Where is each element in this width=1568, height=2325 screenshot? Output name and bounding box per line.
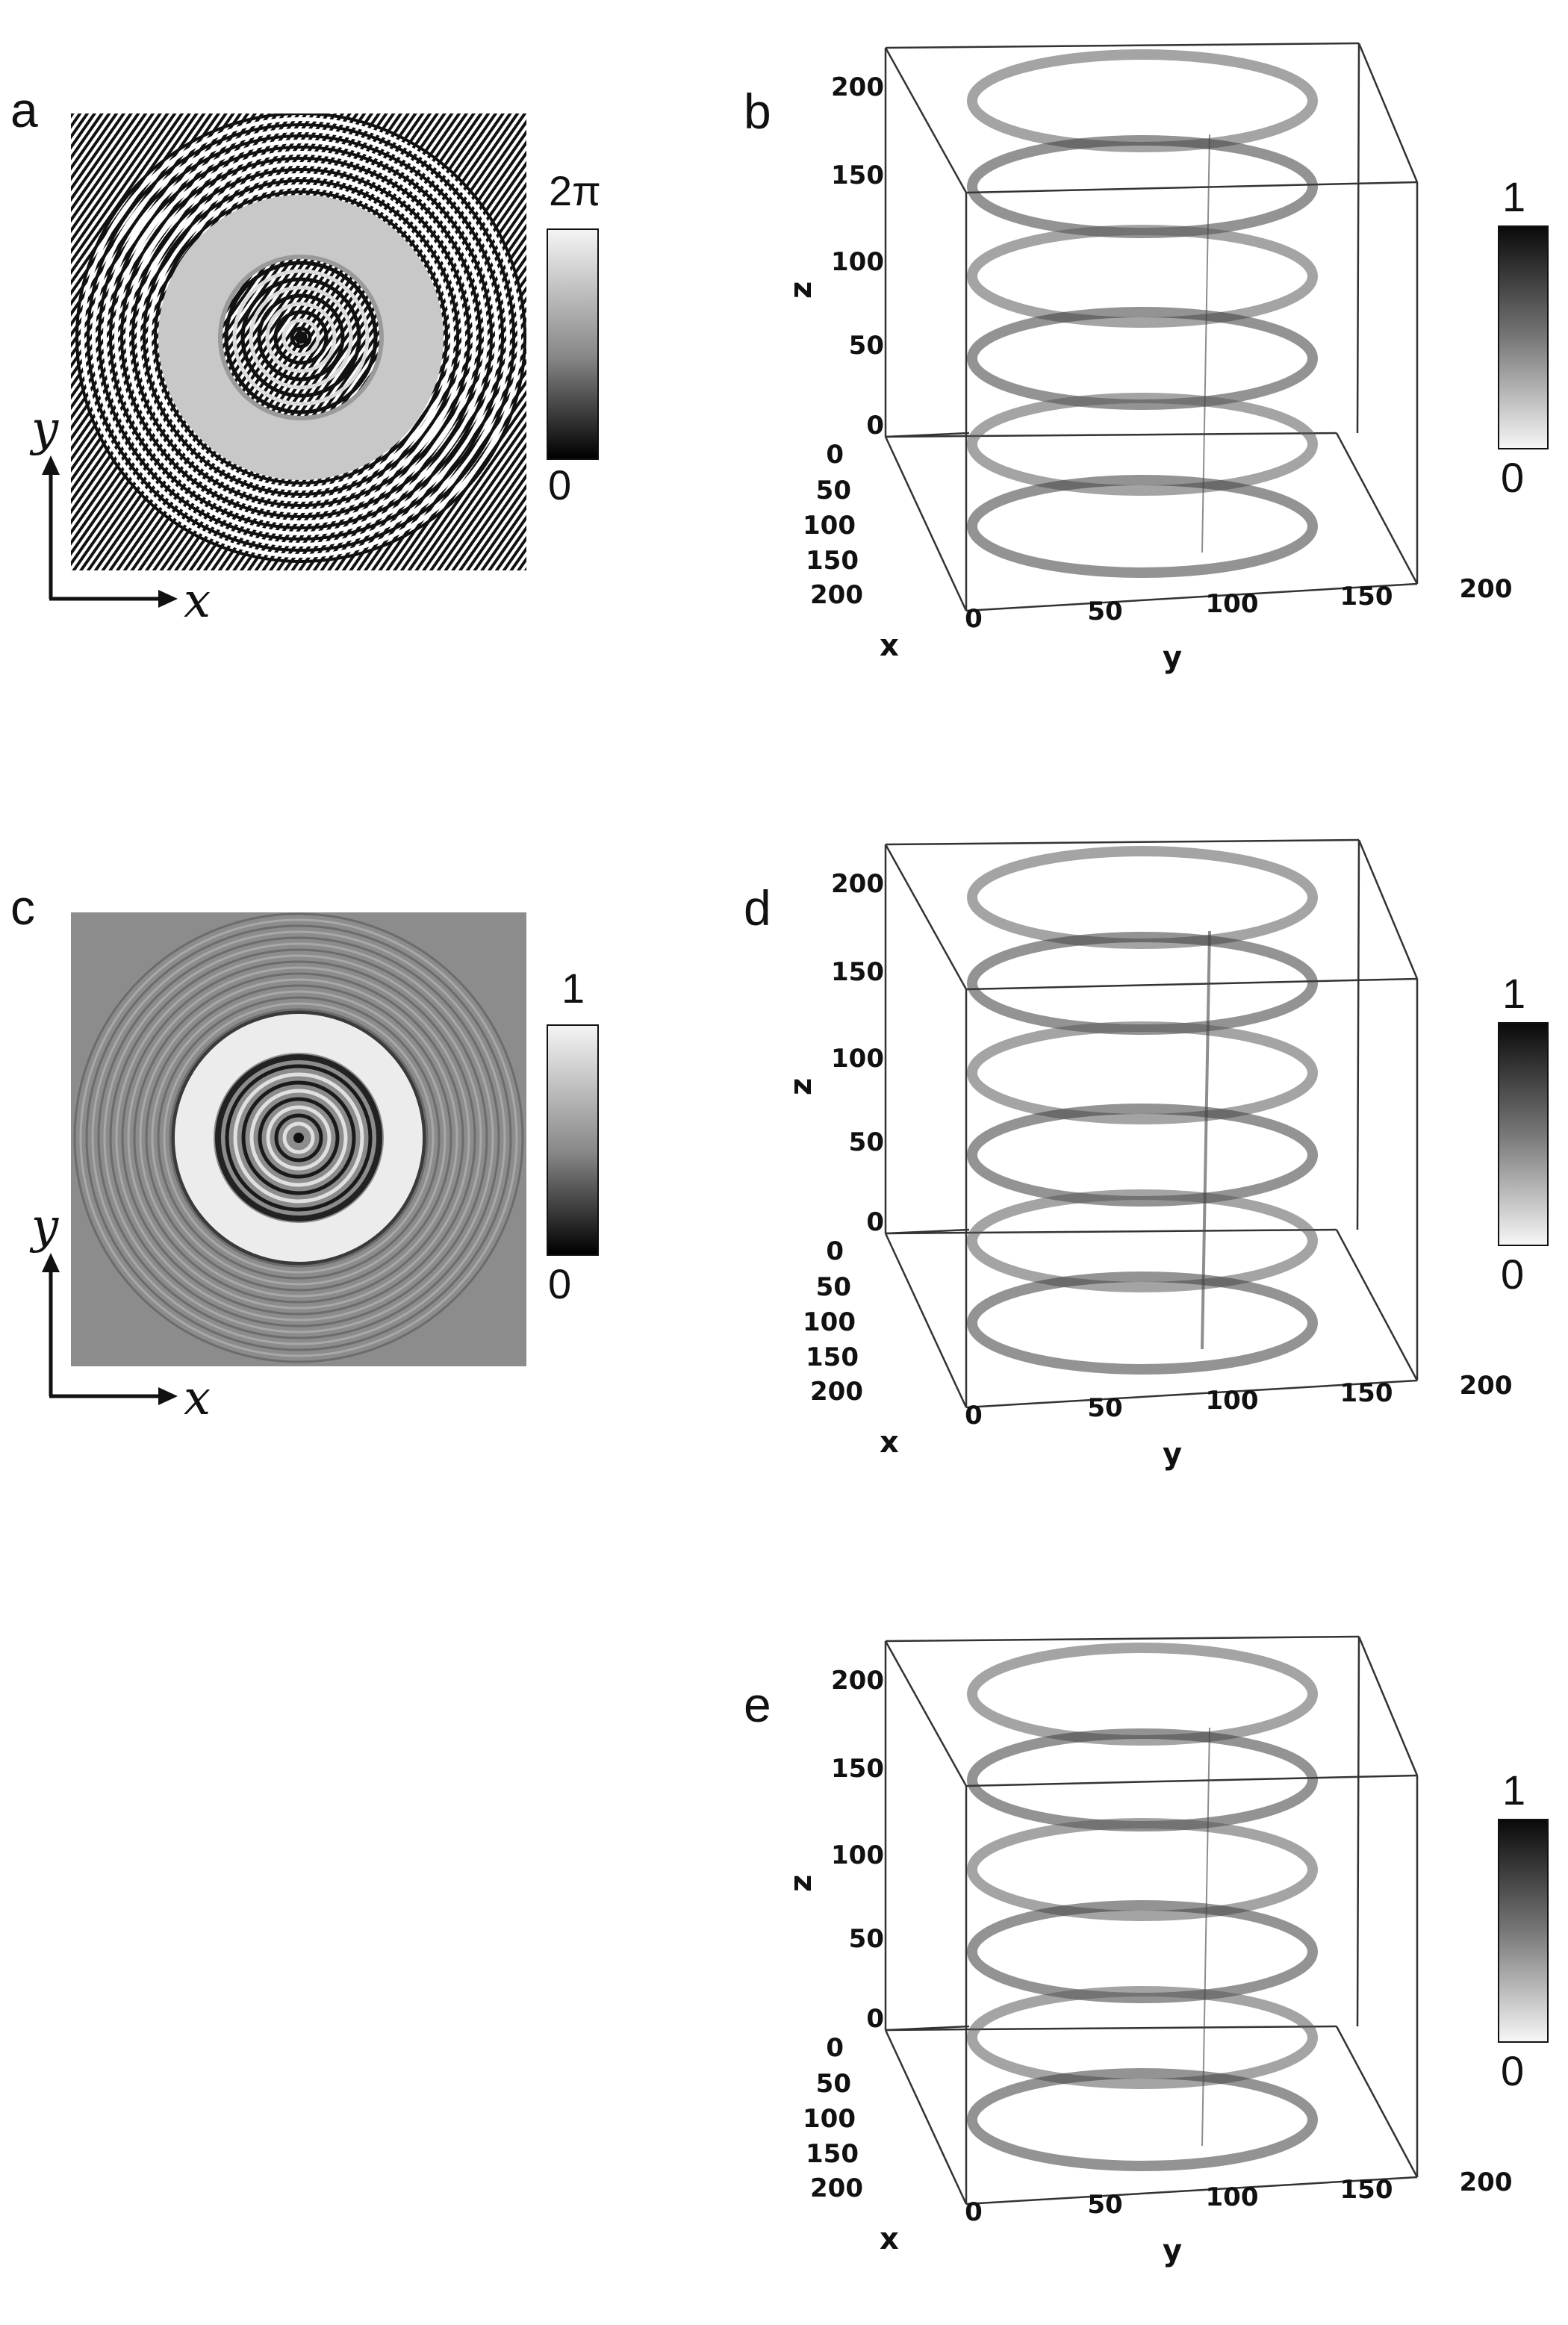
axis-label-z: z bbox=[791, 281, 818, 299]
phase-hologram-image bbox=[71, 113, 526, 570]
x-tick: 0 bbox=[826, 2033, 844, 2063]
x-tick: 150 bbox=[806, 1342, 859, 1372]
y-tick: 200 bbox=[1460, 1371, 1513, 1401]
x-tick: 200 bbox=[810, 580, 863, 610]
z-tick: 0 bbox=[866, 2004, 884, 2034]
y-tick: 50 bbox=[1087, 1393, 1122, 1423]
axis-label-z: z bbox=[791, 1078, 818, 1095]
y-tick: 0 bbox=[965, 604, 983, 634]
y-tick: 150 bbox=[1340, 2175, 1393, 2205]
y-tick: 200 bbox=[1460, 574, 1513, 604]
panel-letter-d: d bbox=[744, 880, 771, 936]
colorbar-d bbox=[1498, 1022, 1549, 1246]
z-tick: 100 bbox=[831, 1044, 884, 1074]
axis-label-y: y bbox=[1163, 1437, 1182, 1472]
x-tick: 50 bbox=[816, 476, 851, 505]
x-tick: 50 bbox=[816, 2069, 851, 2099]
axis-label-y: y bbox=[1163, 2234, 1182, 2268]
y-tick: 50 bbox=[1087, 597, 1122, 626]
colorbar-b-bottom-label: 0 bbox=[1501, 454, 1525, 501]
z-tick: 0 bbox=[866, 1207, 884, 1237]
x-tick: 100 bbox=[803, 1307, 856, 1337]
panel-letter-a: a bbox=[10, 82, 38, 137]
x-tick: 0 bbox=[826, 1236, 844, 1266]
axis-label-y: y bbox=[1163, 641, 1182, 675]
y-tick: 150 bbox=[1340, 582, 1393, 611]
x-tick: 0 bbox=[826, 440, 844, 470]
z-tick: 100 bbox=[831, 1840, 884, 1870]
axis-label-x: x bbox=[880, 2222, 899, 2256]
y-tick: 0 bbox=[965, 1401, 983, 1431]
y-tick: 200 bbox=[1460, 2167, 1513, 2197]
x-tick: 50 bbox=[816, 1272, 851, 1302]
z-tick: 100 bbox=[831, 247, 884, 277]
axis-label-y-c: y bbox=[29, 1201, 59, 1254]
z-tick: 50 bbox=[849, 1924, 884, 1954]
volume-render-e: 0 50 100 150 200 z 0 50 100 150 200 x 0 50 100 150 200 y bbox=[791, 1635, 1513, 2268]
axis-label-z: z bbox=[791, 1875, 818, 1892]
z-tick: 0 bbox=[866, 411, 884, 441]
y-tick: 50 bbox=[1087, 2190, 1122, 2220]
panel-letter-b: b bbox=[744, 84, 771, 139]
amplitude-hologram-image bbox=[71, 912, 526, 1366]
z-tick: 200 bbox=[831, 72, 884, 102]
x-tick: 150 bbox=[806, 2139, 859, 2169]
xy-axes-a: y x bbox=[29, 403, 211, 627]
x-tick: 100 bbox=[803, 2104, 856, 2134]
colorbar-a-bottom-label: 0 bbox=[548, 461, 572, 508]
y-tick: 0 bbox=[965, 2197, 983, 2227]
volume-render-d: 0 50 100 150 200 z 0 50 100 150 200 x 0 50 100 150 200 y bbox=[791, 838, 1513, 1472]
axis-label-x-c: x bbox=[184, 1371, 211, 1425]
z-tick: 150 bbox=[831, 161, 884, 190]
z-tick: 150 bbox=[831, 1754, 884, 1784]
axis-label-x: x bbox=[880, 1425, 899, 1460]
axis-label-x: x bbox=[880, 629, 899, 663]
colorbar-c-top-label: 1 bbox=[561, 965, 585, 1012]
colorbar-d-top-label: 1 bbox=[1502, 970, 1526, 1017]
colorbar-b bbox=[1498, 225, 1549, 449]
colorbar-c-bottom-label: 0 bbox=[548, 1260, 572, 1307]
z-tick: 50 bbox=[849, 1127, 884, 1157]
colorbar-d-bottom-label: 0 bbox=[1501, 1251, 1525, 1298]
colorbar-c bbox=[547, 1024, 599, 1256]
colorbar-e-bottom-label: 0 bbox=[1501, 2047, 1525, 2094]
z-tick: 200 bbox=[831, 1666, 884, 1696]
xy-axes-c: y x bbox=[29, 1201, 211, 1425]
colorbar-e bbox=[1498, 1819, 1549, 2043]
y-tick: 100 bbox=[1206, 589, 1259, 619]
axis-label-y-a: y bbox=[29, 403, 59, 457]
colorbar-b-top-label: 1 bbox=[1502, 173, 1526, 220]
z-tick: 200 bbox=[831, 869, 884, 899]
colorbar-a-top-label: 2π bbox=[549, 167, 601, 214]
z-tick: 150 bbox=[831, 957, 884, 987]
axis-label-x-a: x bbox=[184, 573, 211, 627]
panel-letter-e: e bbox=[744, 1677, 771, 1732]
panel-letter-c: c bbox=[10, 880, 35, 935]
x-tick: 150 bbox=[806, 546, 859, 576]
x-tick: 200 bbox=[810, 2173, 863, 2203]
colorbar-a bbox=[547, 228, 599, 460]
y-tick: 100 bbox=[1206, 1386, 1259, 1416]
volume-render-b: 0 50 100 150 200 z 0 50 100 150 200 x 0 50 100 150 200 y bbox=[791, 42, 1513, 675]
colorbar-e-top-label: 1 bbox=[1502, 1767, 1526, 1814]
x-tick: 200 bbox=[810, 1377, 863, 1407]
y-tick: 150 bbox=[1340, 1378, 1393, 1408]
x-tick: 100 bbox=[803, 511, 856, 541]
y-tick: 100 bbox=[1206, 2182, 1259, 2212]
z-tick: 50 bbox=[849, 331, 884, 361]
